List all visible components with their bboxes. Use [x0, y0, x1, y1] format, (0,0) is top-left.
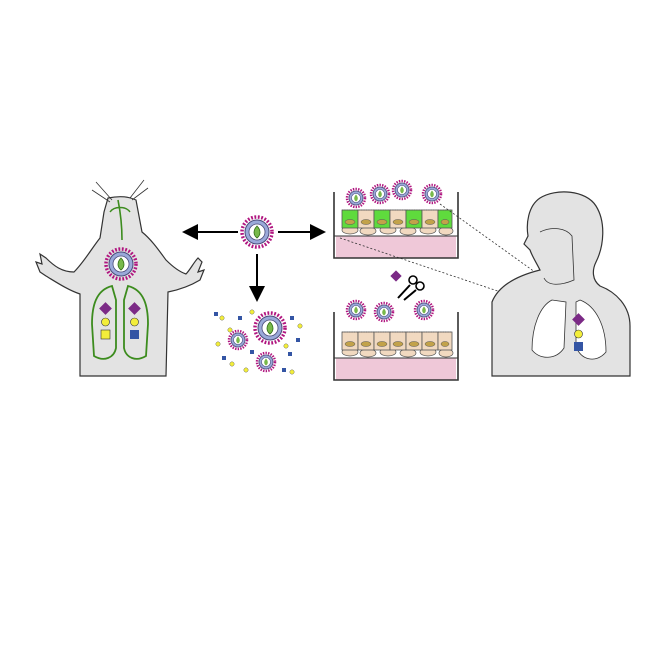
airway-culture-cleaved-icon — [333, 299, 459, 381]
scissors-icon — [390, 270, 425, 301]
airway-culture-infected-icon — [333, 179, 459, 259]
human-respiratory-icon — [491, 191, 631, 377]
virus-glycan-binding-icon — [214, 309, 303, 375]
virus-icon — [240, 215, 274, 249]
arrows — [182, 224, 326, 302]
ferret-lung-icon — [34, 179, 206, 377]
